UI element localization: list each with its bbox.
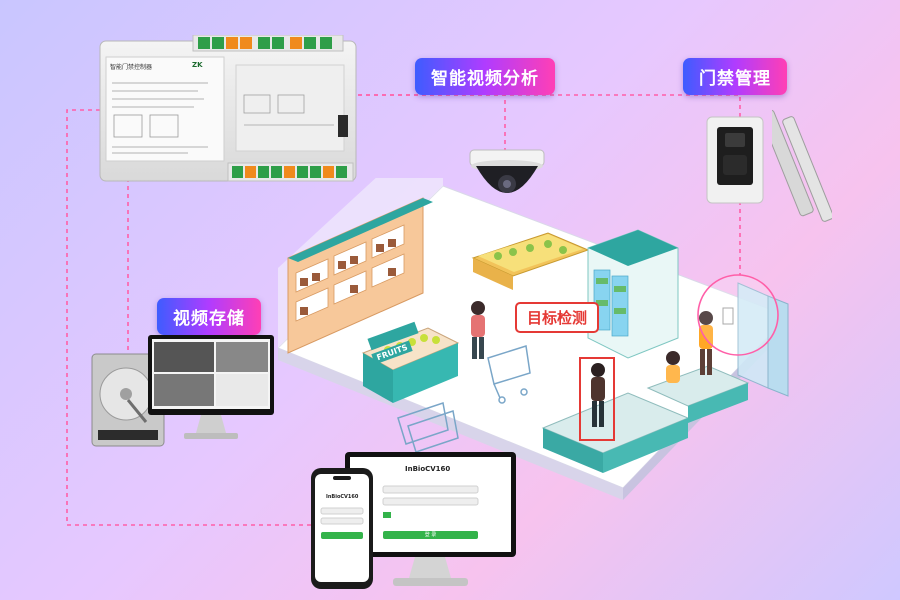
dome-camera — [469, 149, 545, 193]
storage-monitor — [148, 335, 274, 439]
back-shelves — [287, 197, 433, 354]
login-monitor-button[interactable]: 登 录 — [383, 531, 478, 539]
target-detection-tag: 目标检测 — [515, 302, 600, 333]
cashier-figure — [666, 351, 680, 383]
access-reader — [706, 116, 764, 204]
detection-box — [579, 357, 615, 441]
shopper-figure — [471, 301, 485, 359]
shopping-carts — [397, 345, 531, 453]
access-control-label: 门禁管理 — [683, 58, 787, 95]
connector-controller-access — [350, 94, 741, 275]
video-analysis-label: 智能视频分析 — [415, 58, 555, 95]
glass-door — [722, 282, 789, 397]
controller-brand: ZK — [192, 61, 203, 69]
detected-person-figure — [591, 363, 605, 427]
login-monitor-app-title: InBioCV160 — [405, 465, 451, 473]
door-controller-device — [99, 35, 357, 182]
phone-app-title: InBioCV160 — [326, 494, 359, 500]
connector-controller-apps — [66, 109, 312, 526]
door-user-figure — [699, 311, 713, 375]
refrigerator — [587, 229, 679, 359]
produce-stand — [471, 232, 590, 290]
video-storage-label: 视频存储 — [157, 298, 261, 335]
store-scene — [277, 178, 789, 500]
door-highlight-circle — [697, 274, 779, 356]
controller-title: 智能门禁控制器 — [110, 64, 153, 71]
hard-drive — [91, 353, 165, 447]
smartphone — [311, 468, 373, 589]
login-monitor — [345, 452, 516, 586]
magnetic-lock — [772, 109, 832, 222]
